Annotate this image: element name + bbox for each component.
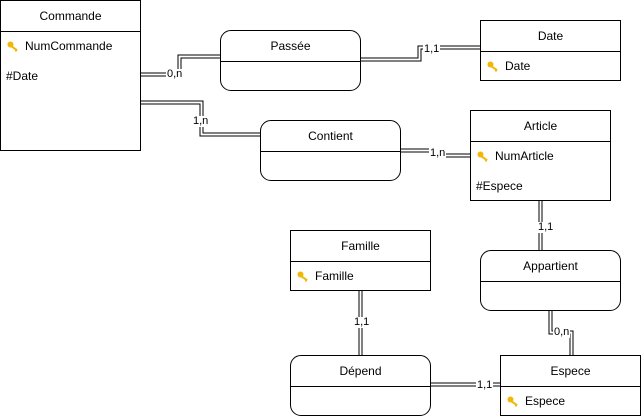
link-passee-date: [360, 45, 480, 62]
entity-espece-key: Espece: [525, 394, 566, 408]
key-icon: [7, 41, 18, 51]
key-icon: [297, 271, 308, 281]
entity-date-title: Date: [481, 21, 620, 52]
entity-commande-key-row: NumCommande: [7, 37, 136, 55]
entity-article-key-row: NumArticle: [477, 147, 606, 165]
entity-espece-title: Espece: [501, 356, 640, 387]
relation-depend[interactable]: Dépend: [290, 355, 431, 416]
relation-passee[interactable]: Passée: [220, 30, 361, 91]
entity-espece[interactable]: Espece Espece: [500, 355, 641, 416]
entity-article-key: NumArticle: [495, 149, 554, 163]
cardinality-date-passee: 1,1: [423, 43, 441, 55]
entity-commande-attr: #Date: [6, 69, 39, 83]
entity-date-key-row: Date: [487, 57, 616, 75]
entity-article[interactable]: Article NumArticle #Espece: [470, 110, 611, 201]
entity-famille-title: Famille: [291, 231, 430, 262]
relation-depend-label: Dépend: [291, 356, 430, 387]
cardinality-espece-depend: 1,1: [476, 379, 494, 391]
relation-appartient-label: Appartient: [481, 251, 620, 282]
cardinality-article-contient: 1,n: [429, 147, 447, 159]
cardinality-famille-depend: 1,1: [353, 316, 371, 328]
cardinality-commande-contient: 1,n: [192, 115, 210, 127]
entity-commande[interactable]: Commande NumCommande #Date: [0, 0, 141, 151]
cardinality-article-appartient: 1,1: [537, 221, 555, 233]
cardinality-espece-appartient: 0,n: [553, 326, 571, 338]
key-icon: [477, 151, 488, 161]
relation-contient-label: Contient: [261, 121, 400, 152]
relation-appartient[interactable]: Appartient: [480, 250, 621, 311]
entity-famille-key: Famille: [315, 269, 354, 283]
entity-famille-key-row: Famille: [297, 267, 426, 285]
cardinality-commande-passee: 0,n: [166, 68, 184, 80]
entity-commande-key: NumCommande: [25, 39, 113, 53]
entity-date[interactable]: Date Date: [480, 20, 621, 81]
entity-article-attr: #Espece: [476, 179, 523, 193]
entity-espece-key-row: Espece: [507, 392, 636, 410]
entity-commande-title: Commande: [1, 1, 140, 32]
relation-contient[interactable]: Contient: [260, 120, 401, 181]
relation-passee-label: Passée: [221, 31, 360, 62]
entity-famille[interactable]: Famille Famille: [290, 230, 431, 291]
key-icon: [507, 396, 518, 406]
entity-article-title: Article: [471, 111, 610, 142]
key-icon: [487, 61, 498, 71]
entity-date-key: Date: [505, 59, 531, 73]
